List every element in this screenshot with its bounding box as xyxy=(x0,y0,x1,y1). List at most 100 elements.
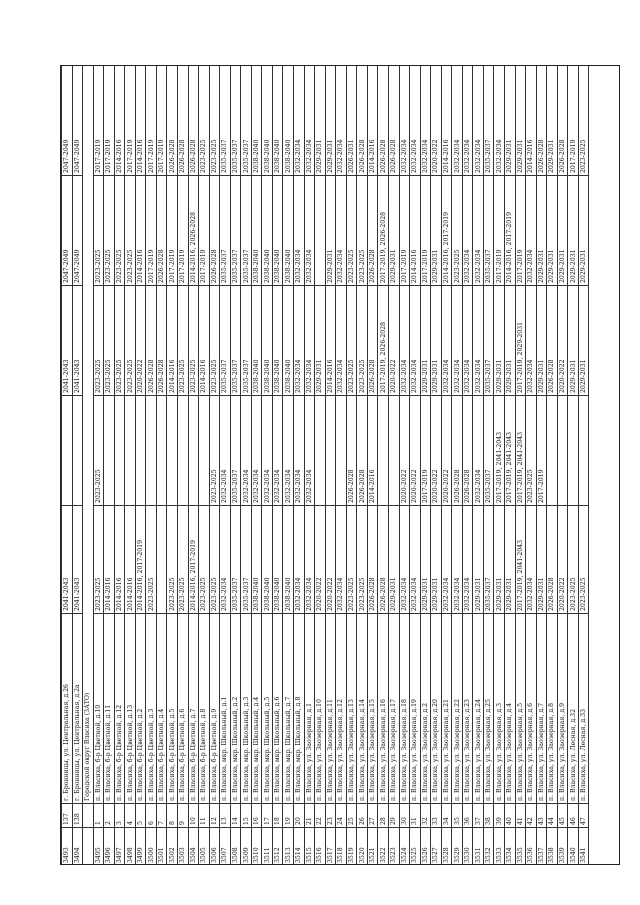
table-cell: 2014-2016, 2017-2019 xyxy=(504,175,516,286)
table-cell: 33 xyxy=(430,803,442,828)
table-cell: 2035-2037 xyxy=(240,505,252,614)
table-cell: 3517 xyxy=(325,827,336,864)
table-cell: п. Власиха, ул. Заозерная, д.1 xyxy=(304,613,315,804)
table-cell: 137 xyxy=(61,803,73,828)
table-cell: 27 xyxy=(367,803,378,828)
table-cell: 2017-2019 xyxy=(166,175,178,286)
table-cell: 2038-2040 xyxy=(251,505,262,614)
table-cell: 3509 xyxy=(240,827,252,864)
table-cell: 3538 xyxy=(546,827,558,864)
table-cell: 2035-2037 xyxy=(483,395,494,506)
table-cell: 2017-2019, 2041-2043 xyxy=(515,395,526,506)
table-cell: 3504 xyxy=(188,827,199,864)
table-cell: 3494 xyxy=(72,827,83,864)
table-cell: 2029-2031 xyxy=(536,505,547,614)
table-cell: п. Власиха, ул. Заозерная, д.15 xyxy=(367,613,378,804)
table-cell: 2020-2022 xyxy=(557,285,568,396)
table-cell xyxy=(61,395,73,506)
table-cell: 2032-2034 xyxy=(462,175,473,286)
table-cell: 2032-2034 xyxy=(293,395,305,506)
table-cell: 2029-2031 xyxy=(504,505,516,614)
table-cell: 44 xyxy=(546,803,558,828)
table-cell: 3498 xyxy=(124,827,136,864)
table-cell: 2023-2025 xyxy=(198,66,210,176)
table-cell: п. Власиха, ул. Заозерная, д.3 xyxy=(493,613,505,804)
table-cell: 2047-2049 xyxy=(61,66,73,176)
table-cell: 2023-2025 xyxy=(209,395,220,506)
table-cell: 2026-2028 xyxy=(166,66,178,176)
table-cell: 2032-2034 xyxy=(304,285,315,396)
table-cell: 2032-2034 xyxy=(335,66,347,176)
table-cell: 16 xyxy=(251,803,262,828)
table-cell: 2026-2028 xyxy=(145,285,157,396)
table-cell: 3540 xyxy=(567,827,579,864)
table-cell: п. Власиха, мкр. Школьный, д.1 xyxy=(219,613,231,804)
table-cell: 2017-2019, 2041-2043 xyxy=(493,395,505,506)
table-cell: 39 xyxy=(493,803,505,828)
table-cell: 2032-2034 xyxy=(293,285,305,396)
table-cell: 2014-2016 xyxy=(103,505,115,614)
table-cell: 2 xyxy=(103,803,115,828)
table-cell: 2014-2016, 2017-2019 xyxy=(441,175,452,286)
table-cell: 2023-2025 xyxy=(103,285,115,396)
table-cell: 2026-2028 xyxy=(209,175,220,286)
table-cell: 2047-2049 xyxy=(72,175,83,286)
table-cell: 2029-2031 xyxy=(567,285,579,396)
table-cell: 3537 xyxy=(536,827,547,864)
table-cell: 2035-2037 xyxy=(483,285,494,396)
table-cell: п. Власиха, б-р Цветной, д.8 xyxy=(198,613,210,804)
table-cell: 2026-2028 xyxy=(356,395,368,506)
table-cell: 2017-2019 xyxy=(420,395,431,506)
table-cell: 2014-2016 xyxy=(525,66,537,176)
table-cell: 2032-2034 xyxy=(335,505,347,614)
table-cell: 2032-2034 xyxy=(451,66,463,176)
table-cell: 2026-2028 xyxy=(462,395,473,506)
table-cell: 3525 xyxy=(409,827,421,864)
table-cell: 2026-2028 xyxy=(546,285,558,396)
table-cell: 2017-2019 xyxy=(420,175,431,286)
table-cell: 31 xyxy=(409,803,421,828)
table-cell: 2032-2034 xyxy=(525,505,537,614)
table-cell: 3500 xyxy=(145,827,157,864)
table-cell: 2038-2040 xyxy=(251,66,262,176)
table-cell: 2023-2025 xyxy=(567,505,579,614)
table-cell: 2032-2034 xyxy=(462,285,473,396)
table-cell xyxy=(82,827,94,864)
table-cell: 4 xyxy=(124,803,136,828)
table-cell: 2032-2034 xyxy=(409,66,421,176)
table-cell: 2035-2037 xyxy=(219,285,231,396)
table-cell: 2029-2031 xyxy=(325,175,336,286)
table-cell: 2023-2025 xyxy=(578,66,589,176)
table-cell: 25 xyxy=(346,803,357,828)
table-cell: 5 xyxy=(135,803,146,828)
table-cell: 2029-2031 xyxy=(420,505,431,614)
table-cell: 2032-2034 xyxy=(525,175,537,286)
table-cell: 14 xyxy=(230,803,241,828)
table-cell: 2026-2028 xyxy=(156,175,167,286)
table-cell: 2014-2016 xyxy=(409,175,421,286)
table-cell: 2032-2034 xyxy=(293,66,305,176)
table-cell: 2023-2025 xyxy=(346,285,357,396)
table-cell: 13 xyxy=(219,803,231,828)
table-cell: 2047-2049 xyxy=(72,66,83,176)
table-cell: 32 xyxy=(420,803,431,828)
table-cell: п. Власиха, ул. Лесная, д.33 xyxy=(578,613,589,804)
table-cell: 2023-2025 xyxy=(145,505,157,614)
table-cell: 2026-2028 xyxy=(346,395,357,506)
table-cell: 3527 xyxy=(430,827,442,864)
